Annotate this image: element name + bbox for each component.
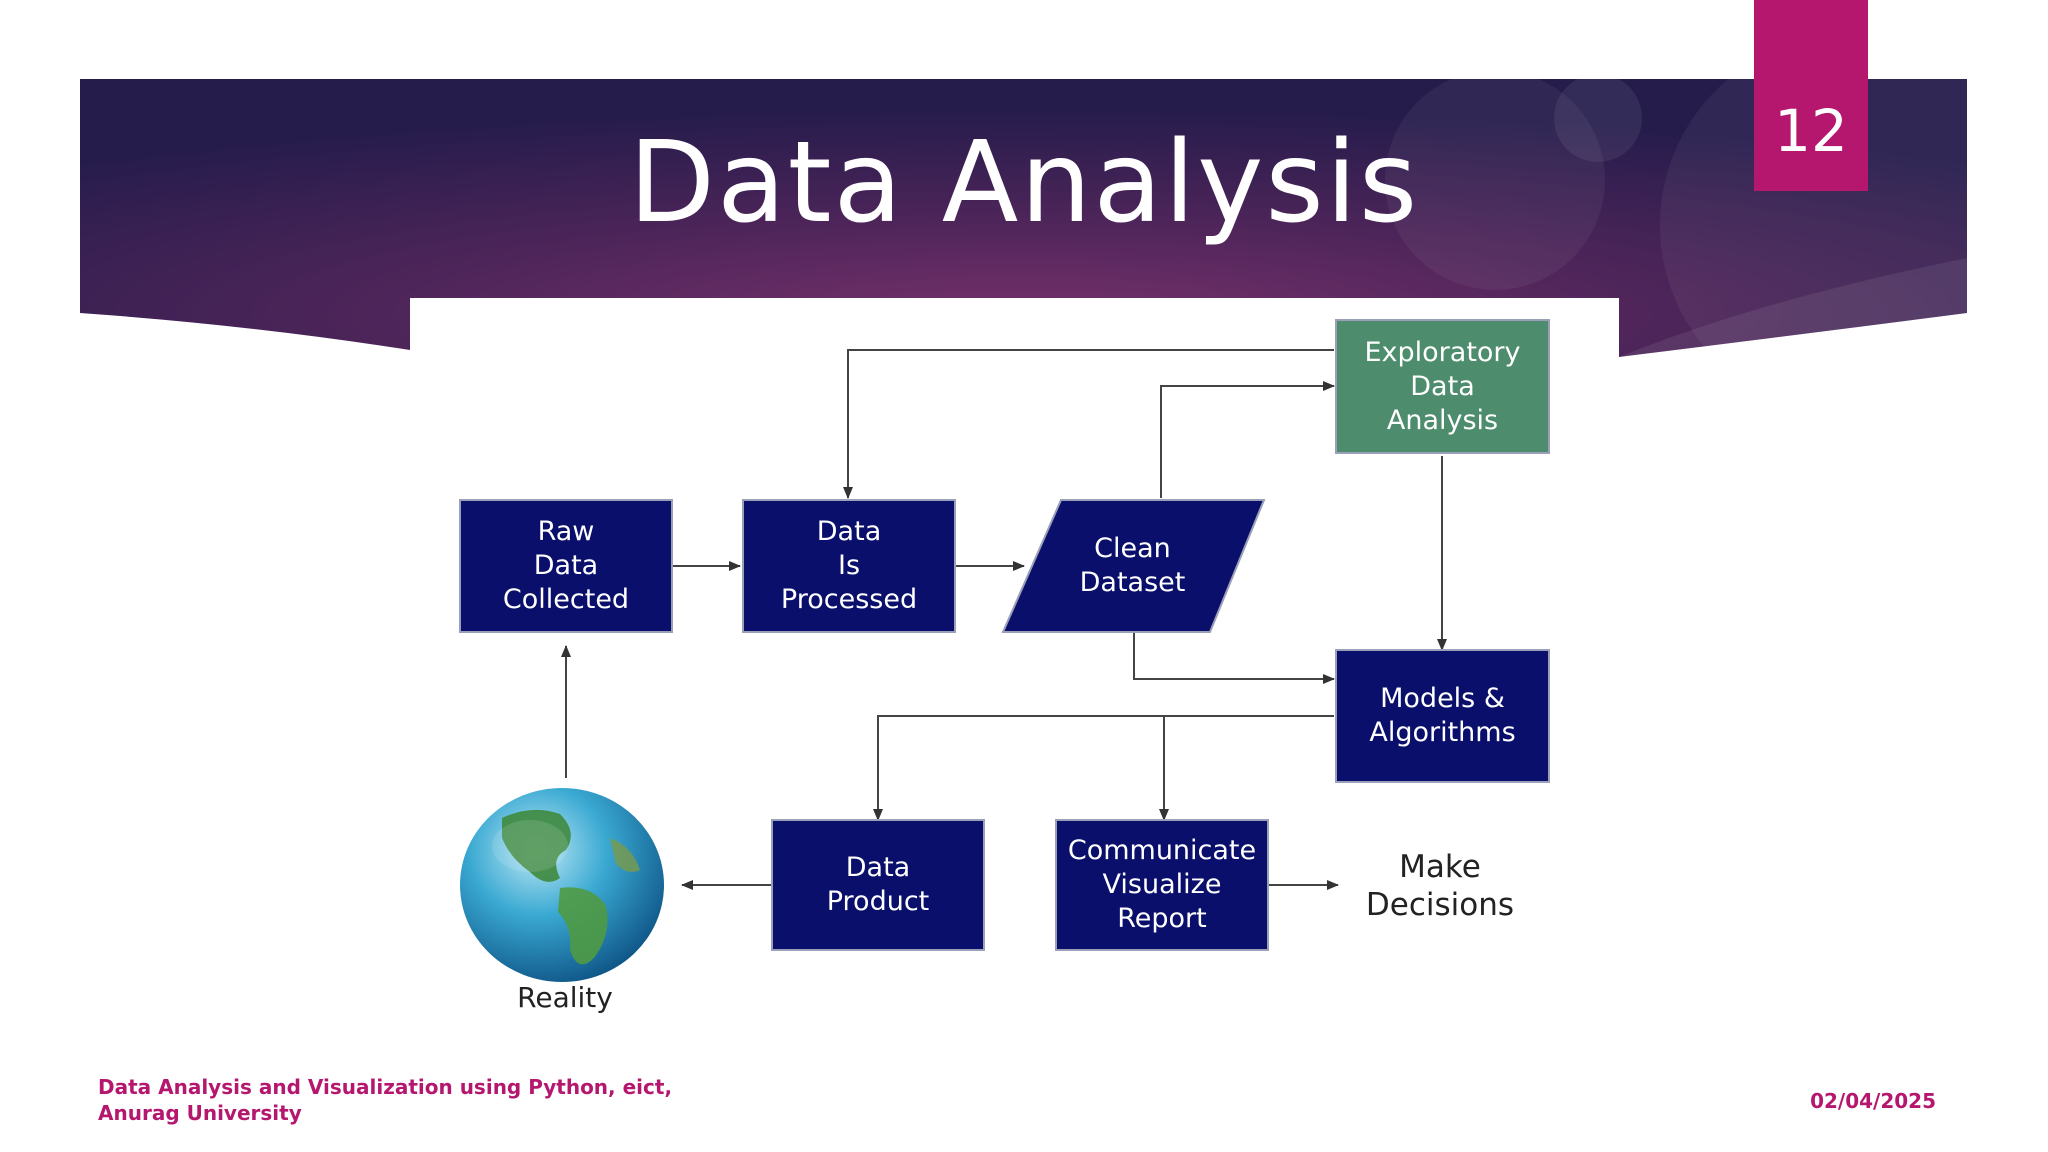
arrow-clean-to-models bbox=[1133, 632, 1335, 684]
node-communicate bbox=[1055, 819, 1269, 951]
node-raw-data-label: Raw Data Collected bbox=[502, 516, 630, 615]
page-number-badge: 12 bbox=[1754, 0, 1868, 191]
node-clean-dataset-label: Clean Dataset bbox=[1079, 533, 1186, 598]
node-models-label: Models & Algorithms bbox=[1369, 683, 1516, 748]
node-clean-dataset bbox=[1001, 499, 1266, 633]
flowchart-graphics bbox=[459, 319, 1550, 982]
node-eda-label: Exploratory Data Analysis bbox=[1364, 336, 1521, 436]
node-data-product-label: Data Product bbox=[826, 852, 930, 917]
arrow-clean-to-eda bbox=[1160, 381, 1335, 498]
page-number: 12 bbox=[1774, 97, 1848, 165]
data-analysis-flowchart: Raw Data Collected Data Is Processed Cle… bbox=[410, 298, 1618, 1032]
arrow-models-to-product bbox=[873, 715, 1334, 821]
node-eda bbox=[1335, 319, 1550, 454]
arrow-eda-to-processed bbox=[843, 349, 1334, 499]
slide-title: Data Analysis bbox=[628, 118, 1420, 248]
node-data-product bbox=[771, 819, 985, 951]
node-data-processed bbox=[742, 499, 956, 633]
globe-icon bbox=[460, 788, 664, 982]
node-data-processed-label: Data Is Processed bbox=[780, 516, 918, 615]
make-decisions-label: Make Decisions bbox=[1365, 849, 1515, 923]
footer-course-text: Data Analysis and Visualization using Py… bbox=[98, 1075, 673, 1125]
node-raw-data bbox=[459, 499, 673, 633]
node-communicate-label: Communicate Visualize Report bbox=[1067, 835, 1257, 934]
footer-date: 02/04/2025 bbox=[1810, 1089, 1936, 1113]
reality-label: Reality bbox=[517, 981, 613, 1014]
node-models bbox=[1335, 649, 1550, 783]
